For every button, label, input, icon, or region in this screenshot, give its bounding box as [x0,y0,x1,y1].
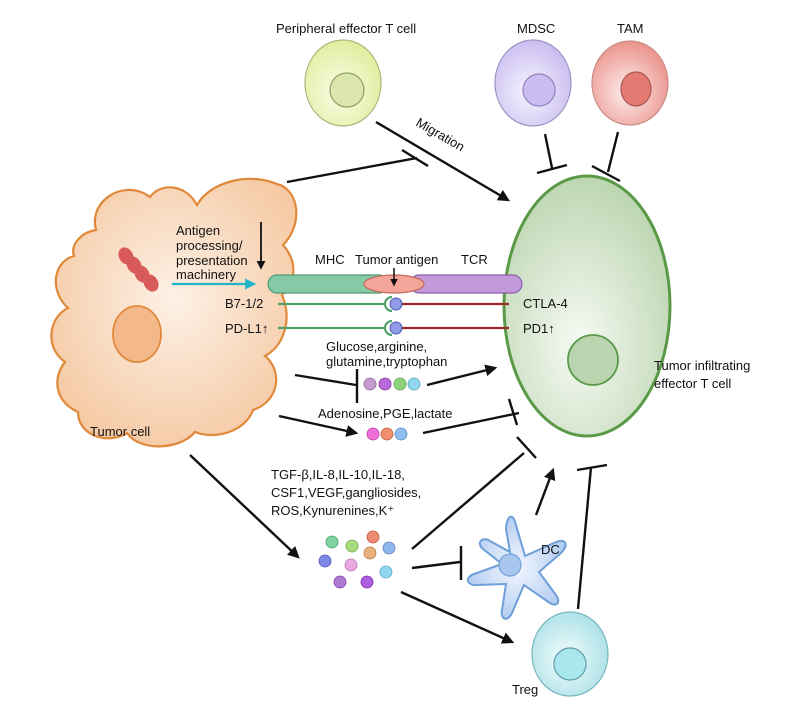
metabolites-label: Adenosine,PGE,lactate [318,406,452,421]
ctla4-label: CTLA-4 [523,296,568,311]
tumor-inhibit-migration-bar [401,148,429,168]
tam-label: TAM [617,21,643,36]
tam-inhibit-bar [591,164,621,183]
mdsc-cell [494,39,572,127]
cytokine-molecule [363,546,377,560]
nutrients-line2: glutamine,tryptophan [326,354,447,369]
pdl1-label: PD-L1↑ [225,321,268,336]
tcr-bar [409,274,523,294]
cytokines-inhibit-til-line [411,452,525,550]
treg-inhibit-bar [576,463,608,472]
cytokine-molecule [360,575,374,589]
mdsc-nucleus [522,73,556,107]
cytokine-molecule [379,565,393,579]
metabolites-inhibit-bar [507,398,519,426]
til-label-line2: effector T cell [654,376,731,391]
tam-nucleus [620,71,652,107]
treg-nucleus [553,647,587,681]
cytokine-molecule [345,539,359,553]
cytokines-to-treg-arrow [400,590,515,644]
nutrient-molecule [393,377,407,391]
pd1-label: PD1↑ [523,321,555,336]
nutrients-to-til-arrow [426,364,498,387]
treg-label: Treg [512,682,538,697]
mdsc-inhibit-bar [536,163,568,175]
dendritic-cell [466,515,567,620]
antigen-machinery-line1: Antigen [176,223,220,238]
metabolites-inhibit-line [422,411,520,435]
cytokines-inhibit-til-bar [516,436,537,459]
tumor-to-cytokines-arrow [189,454,300,559]
metabolite-molecule [366,427,380,441]
til-label-line1: Tumor infiltrating [654,358,750,373]
dc-label: DC [541,542,560,557]
peripheral-t-cell-label: Peripheral effector T cell [276,21,416,36]
tam-inhibit-line [606,131,620,173]
cytokine-molecule [333,575,347,589]
cytokine-dots [318,530,396,589]
nutrient-molecule [363,377,377,391]
cytokine-molecule [382,541,396,555]
metabolite-molecule [380,427,394,441]
pd1-receptor-icon [389,321,403,335]
tumor-inhibits-nutrients-line [294,373,357,387]
tumor-cell [50,177,298,448]
peripheral-t-cell-nucleus [329,72,365,108]
peripheral-t-cell [304,39,382,127]
tcr-label: TCR [461,252,488,267]
tumor-antigen-label: Tumor antigen [355,252,438,267]
cytokines-line2: CSF1,VEGF,gangliosides, [271,485,421,500]
mdsc-label: MDSC [517,21,555,36]
til-nucleus [567,334,619,386]
antigen-machinery-line4: machinery [176,267,236,282]
nutrient-molecule [378,377,392,391]
cytokines-line1: TGF-β,IL-8,IL-10,IL-18, [271,467,405,482]
tumor-to-metabolites-arrow [278,414,359,437]
pdl1-cup-icon [383,319,393,337]
metabolite-dots [366,427,408,441]
migration-arrow [375,120,511,202]
tumor-nucleus [112,305,162,363]
treg-cell [531,611,609,697]
nutrient-dots [363,377,421,391]
cytokines-line3: ROS,Kynurenines,K⁺ [271,503,394,518]
dc-nucleus [498,553,522,577]
nutrient-molecule [407,377,421,391]
cytokines-inhibit-dc-line [411,560,461,570]
mdsc-inhibit-line [543,133,554,169]
ctla4-receptor-icon [389,297,403,311]
endoplasmic-reticulum-icon [118,247,159,292]
tumor-inhibit-migration-line [286,156,418,184]
treg-inhibit-line [576,466,593,610]
antigen-machinery-line3: presentation [176,253,248,268]
b7-cup-icon [383,295,393,313]
antigen-machinery-line2: processing/ [176,238,243,253]
tumor-infiltrating-t-cell [502,174,672,438]
nutrients-line1: Glucose,arginine, [326,339,427,354]
metabolite-molecule [394,427,408,441]
b7-label: B7-1/2 [225,296,263,311]
tumor-cell-label: Tumor cell [90,424,150,439]
tam-cell [591,40,669,126]
dc-to-til-arrow [534,467,556,516]
cytokine-molecule [344,558,358,572]
cytokine-molecule [318,554,332,568]
cytokine-molecule [366,530,380,544]
mhc-label: MHC [315,252,345,267]
cytokine-molecule [325,535,339,549]
